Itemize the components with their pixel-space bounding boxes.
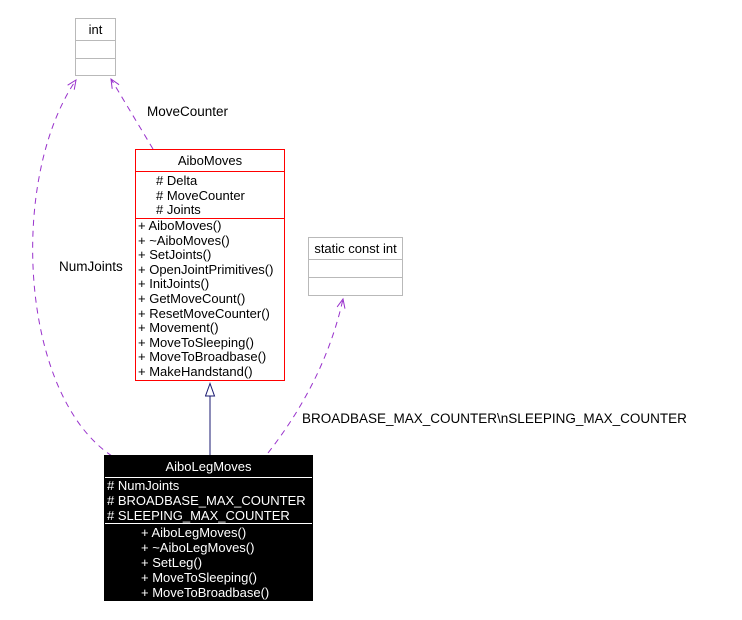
class-title: AiboMoves	[177, 153, 243, 168]
method-row: + InitJoints()	[138, 276, 210, 292]
edge-usage-numjoints	[32, 78, 113, 457]
edge-label-broadbase-sleeping: BROADBASE_MAX_COUNTER\nSLEEPING_MAX_COUN…	[302, 411, 687, 426]
attribute-row: # NumJoints	[107, 478, 180, 493]
methods-section	[309, 277, 402, 295]
class-node-static-const-int: static const int	[308, 237, 403, 296]
attributes-section	[76, 40, 115, 58]
method-row: + MakeHandstand()	[138, 363, 253, 379]
attribute-row: # MoveCounter	[156, 187, 245, 203]
method-row: + MoveToBroadbase()	[141, 585, 270, 600]
methods-section: + AiboLegMoves() + ~AiboLegMoves() + Set…	[105, 523, 312, 600]
attribute-row: # BROADBASE_MAX_COUNTER	[107, 493, 306, 508]
method-row: + SetLeg()	[141, 555, 203, 570]
class-title: AiboLegMoves	[165, 459, 252, 474]
attribute-row: # SLEEPING_MAX_COUNTER	[107, 508, 290, 523]
class-node-aibomoves[interactable]: AiboMoves # Delta # MoveCounter # Joints…	[135, 149, 285, 381]
attributes-section: # NumJoints # BROADBASE_MAX_COUNTER # SL…	[105, 477, 312, 523]
method-row: + ResetMoveCounter()	[138, 305, 270, 321]
edge-label-numjoints: NumJoints	[59, 259, 123, 274]
methods-section	[76, 58, 115, 75]
method-row: + GetMoveCount()	[138, 290, 246, 306]
class-title: static const int	[314, 241, 397, 256]
method-row: + AiboLegMoves()	[141, 525, 247, 540]
methods-section: + AiboMoves() + ~AiboMoves() + SetJoints…	[136, 218, 284, 380]
method-row: + ~AiboMoves()	[138, 232, 230, 248]
attribute-row: # Delta	[156, 173, 198, 188]
class-node-int: int	[75, 18, 116, 76]
class-title: int	[88, 22, 103, 37]
attributes-section	[309, 259, 402, 277]
method-row: + ~AiboLegMoves()	[141, 540, 255, 555]
edge-usage-movecounter	[110, 77, 154, 150]
method-row: + MoveToSleeping()	[141, 570, 257, 585]
method-row: + SetJoints()	[138, 247, 212, 263]
method-row: + AiboMoves()	[138, 218, 222, 233]
class-node-aibolegmoves[interactable]: AiboLegMoves # NumJoints # BROADBASE_MAX…	[104, 455, 313, 601]
attributes-section: # Delta # MoveCounter # Joints	[136, 171, 284, 218]
edge-usage-broadbase-sleeping	[267, 297, 346, 454]
method-row: + Movement()	[138, 320, 219, 336]
attribute-row: # Joints	[156, 202, 201, 218]
edge-label-movecounter: MoveCounter	[147, 104, 229, 119]
method-row: + OpenJointPrimitives()	[138, 261, 274, 277]
method-row: + MoveToSleeping()	[138, 334, 254, 350]
method-row: + MoveToBroadbase()	[138, 349, 267, 365]
